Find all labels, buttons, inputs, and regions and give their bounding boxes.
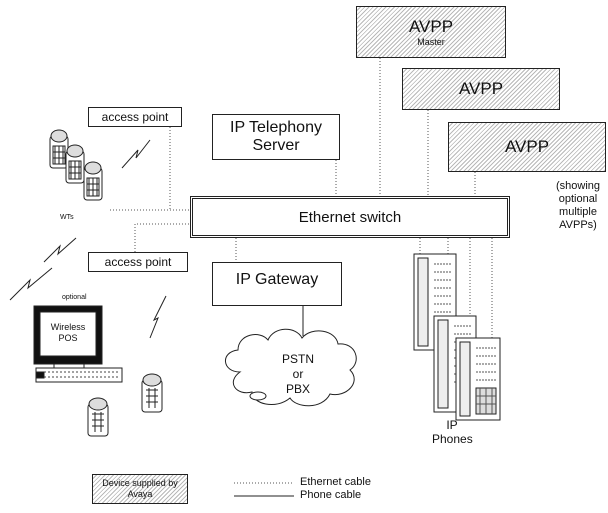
ip-telephony-server-box: IP Telephony Server [212, 114, 340, 160]
access-point-top: access point [88, 107, 182, 127]
ip-telephony-server-line1: IP Telephony [230, 119, 322, 136]
avpp-note-line-4: AVPPs) [559, 219, 597, 231]
pstn-label: PSTN or PBX [268, 352, 328, 397]
cloud-phone-icon [249, 391, 267, 401]
pstn-line3: PBX [285, 382, 310, 396]
wt-handsets [49, 129, 103, 201]
ip-phones-label: IP Phones [432, 418, 473, 446]
access-point-bottom-label: access point [104, 255, 172, 269]
pos-screen-label: Wireless POS [40, 322, 96, 344]
wireless-signal-left-2 [43, 237, 77, 263]
legend-ethernet-label: Ethernet cable [300, 476, 371, 488]
pstn-line1: PSTN [281, 352, 314, 366]
pos-line2: POS [58, 333, 78, 343]
legend-phone-label: Phone cable [300, 489, 362, 501]
avpp-note-line-1: (showing [555, 180, 601, 192]
ip-phones-line1: IP [446, 418, 458, 432]
wireless-signal-top [121, 139, 151, 169]
avpp-master-box: AVPP Master [356, 6, 506, 58]
avpp-3-box: AVPP [448, 122, 606, 172]
avpp-note: (showing optional multiple AVPPs) [548, 180, 608, 232]
wt-handsets-bottom [87, 373, 163, 437]
pstn-cloud [225, 328, 357, 407]
wts-label: WTs [60, 214, 74, 221]
legend-device-line1: Device supplied by [102, 478, 178, 488]
avpp-note-line-3: multiple [559, 206, 597, 218]
avpp-3-title: AVPP [504, 137, 550, 156]
ip-phones [413, 253, 501, 421]
pos-computer [33, 305, 123, 383]
avpp-master-title: AVPP [408, 17, 454, 36]
pstn-line2: or [292, 367, 304, 381]
ip-telephony-server-line2: Server [252, 137, 300, 154]
avpp-master-subtitle: Master [417, 37, 445, 47]
ethernet-switch-label: Ethernet switch [298, 208, 402, 226]
ip-gateway-label: IP Gateway [235, 271, 319, 288]
avpp-2-box: AVPP [402, 68, 560, 110]
ethernet-switch-box: Ethernet switch [190, 196, 510, 238]
ip-phones-line2: Phones [432, 432, 473, 446]
pos-line1: Wireless [50, 322, 86, 332]
legend-device-box: Device supplied by Avaya [92, 474, 188, 504]
wireless-signal-right [149, 295, 167, 339]
access-point-bottom: access point [88, 252, 188, 272]
ip-gateway-box: IP Gateway [212, 262, 342, 306]
avpp-2-title: AVPP [458, 79, 504, 98]
optional-label: optional [62, 294, 87, 301]
access-point-top-label: access point [101, 110, 169, 124]
wireless-signal-left [9, 267, 53, 301]
avpp-note-line-2: optional [558, 193, 598, 205]
legend-device-line2: Avaya [127, 489, 153, 499]
